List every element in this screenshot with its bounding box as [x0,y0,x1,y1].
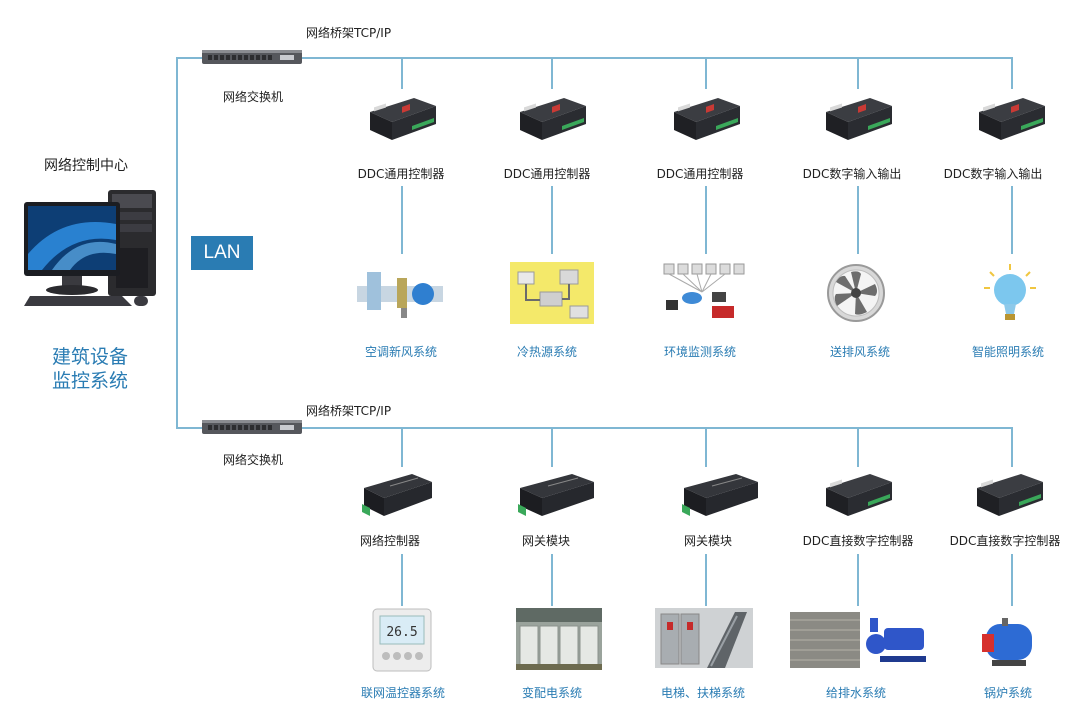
top-controller-label-5: DDC数字输入输出 [943,167,1043,181]
control-center-title: 网络控制中心 [44,158,128,174]
ddc-controller-icon [520,98,586,140]
top-drop-5 [1011,57,1013,89]
ddc-controller-icon [826,474,892,516]
top-controller-label-2: DDC通用控制器 [503,167,591,181]
switchgear-icon [516,608,602,670]
bottom-system-label-3: 电梯、扶梯系统 [660,686,746,700]
thermostat-display: 26.5 [386,625,417,640]
bottom-mid-5 [1011,554,1013,606]
ddc-controller-icon [370,98,436,140]
trunk-line [176,57,178,429]
bottom-controller-label-2: 网关模块 [521,534,571,548]
top-drop-1 [401,57,403,89]
bottom-controller-label-5: DDC直接数字控制器 [949,534,1061,548]
network-controller-icon [362,474,432,516]
top-bus-label: 网络桥架TCP/IP [306,26,392,40]
top-system-label-2: 冷热源系统 [516,345,578,359]
bottom-system-label-5: 锅炉系统 [983,686,1033,700]
bottom-drop-2 [551,427,553,467]
top-network-switch-icon [202,50,302,64]
top-mid-5 [1011,186,1013,254]
system-title-line1: 建筑设备 [51,346,128,368]
bottom-network-switch-icon [202,420,302,434]
top-system-label-1: 空调新风系统 [364,345,438,359]
ddc-controller-icon [979,98,1045,140]
bottom-controller-label-1: 网络控制器 [359,534,421,548]
bottom-controller-label-3: 网关模块 [683,534,733,548]
top-mid-3 [705,186,707,254]
bottom-drop-4 [857,427,859,467]
top-controller-label-1: DDC通用控制器 [357,167,445,181]
bottom-system-label-2: 变配电系统 [521,686,583,700]
ddc-controller-icon [977,474,1043,516]
top-system-label-4: 送排风系统 [829,345,891,359]
top-mid-1 [401,186,403,254]
bottom-switch-label: 网络交换机 [222,453,284,467]
bottom-system-label-1: 联网温控器系统 [360,686,446,700]
system-title-line2: 监控系统 [51,370,128,392]
bottom-bus-label: 网络桥架TCP/IP [306,404,392,418]
gateway-module-icon [682,474,758,516]
top-mid-4 [857,186,859,254]
bottom-drop-3 [705,427,707,467]
top-mid-2 [551,186,553,254]
bottom-controller-label-4: DDC直接数字控制器 [802,534,914,548]
top-drop-2 [551,57,553,89]
top-system-label-5: 智能照明系统 [971,345,1045,359]
bottom-mid-1 [401,554,403,606]
top-controller-label-4: DDC数字输入输出 [802,167,902,181]
top-bus-line [176,57,1012,59]
bottom-bus-line [176,427,1012,429]
elevator-icon [655,608,753,668]
gateway-module-icon [518,474,594,516]
bottom-mid-3 [705,554,707,606]
ahu-icon [357,272,443,318]
top-drop-4 [857,57,859,89]
bottom-drop-1 [401,427,403,467]
top-drop-3 [705,57,707,89]
top-switch-label: 网络交换机 [222,90,284,104]
bottom-system-label-4: 给排水系统 [825,686,887,700]
fan-icon [827,264,885,322]
ddc-controller-icon [674,98,740,140]
environment-monitor-icon [663,263,745,318]
light-bulb-icon [984,264,1036,320]
bottom-drop-5 [1011,427,1013,467]
computer-icon [24,190,156,306]
ddc-controller-icon [826,98,892,140]
bottom-mid-2 [551,554,553,606]
bottom-mid-4 [857,554,859,606]
top-controller-label-3: DDC通用控制器 [656,167,744,181]
top-system-label-3: 环境监测系统 [663,345,737,359]
water-pump-icon [790,612,932,668]
thermostat-icon: 26.5 [372,608,432,672]
chiller-plant-icon [510,262,594,324]
boiler-icon [982,618,1032,666]
lan-badge: LAN [191,236,253,270]
